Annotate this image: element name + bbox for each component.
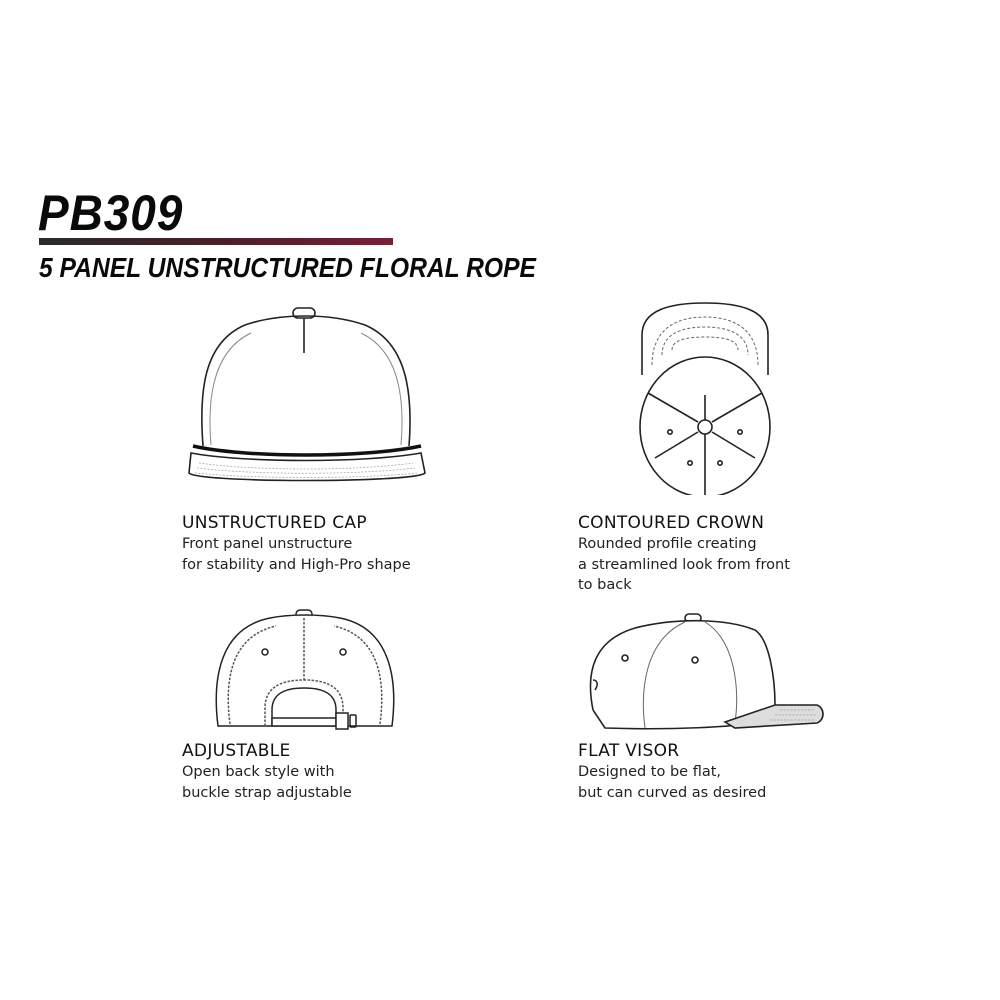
feature-flat-visor: FLAT VISOR Designed to be flat, but can … (578, 740, 766, 803)
feature-title: ADJUSTABLE (182, 741, 291, 761)
cap-front-view-illustration (188, 307, 426, 482)
feature-title: CONTOURED CROWN (578, 513, 765, 533)
cap-top-view-illustration (639, 302, 771, 495)
feature-contoured-crown: CONTOURED CROWN Rounded profile creating… (578, 512, 790, 596)
product-model: PB309 (38, 185, 184, 241)
feature-desc-line: Front panel unstructure (182, 536, 353, 552)
feature-desc-line: for stability and High-Pro shape (182, 556, 411, 573)
feature-unstructured-cap: UNSTRUCTURED CAP Front panel unstructure… (182, 512, 411, 575)
feature-desc-line: Open back style with (182, 764, 335, 780)
accent-bar (39, 238, 393, 245)
feature-desc-line: Rounded profile creating (578, 536, 757, 552)
product-subtitle: 5 PANEL UNSTRUCTURED FLORAL ROPE (39, 252, 536, 283)
cap-side-view-illustration (589, 613, 824, 730)
feature-desc-line: but can curved as desired (578, 784, 767, 801)
feature-desc-line: a streamlined look from front (578, 556, 790, 573)
feature-desc-line: to back (578, 577, 632, 593)
feature-desc-line: buckle strap adjustable (182, 784, 352, 801)
cap-back-view-illustration (215, 609, 395, 730)
feature-adjustable: ADJUSTABLE Open back style with buckle s… (182, 740, 352, 803)
feature-title: UNSTRUCTURED CAP (182, 513, 367, 533)
feature-title: FLAT VISOR (578, 741, 680, 761)
feature-desc-line: Designed to be flat, (578, 764, 722, 780)
